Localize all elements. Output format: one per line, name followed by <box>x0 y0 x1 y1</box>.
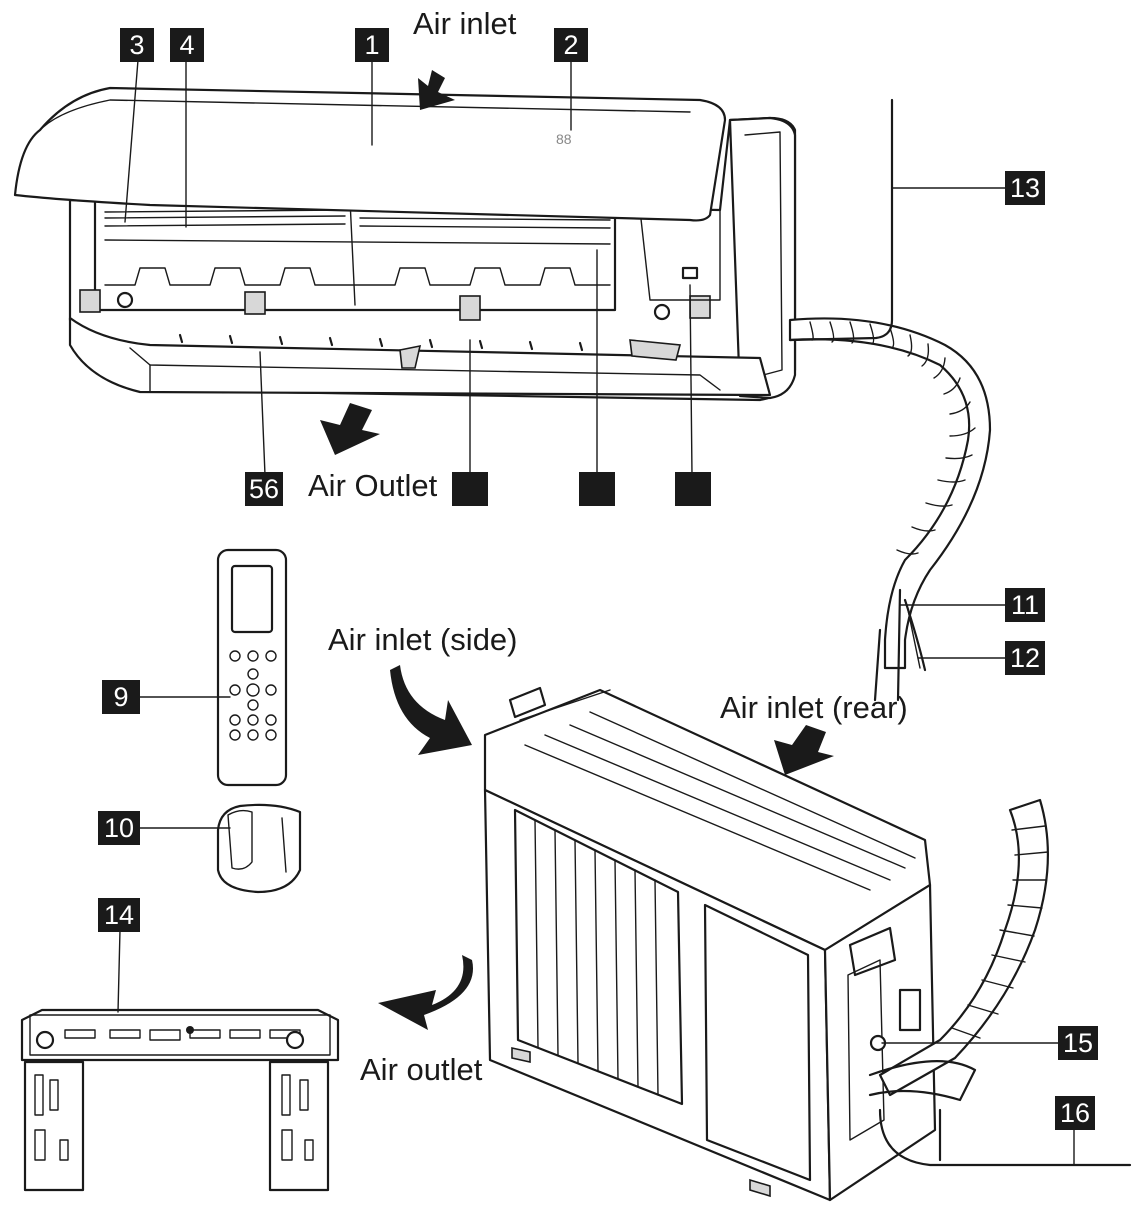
badge-15: 15 <box>1058 1026 1098 1060</box>
outdoor-unit <box>483 686 937 1202</box>
pipe-bundle-outdoor <box>868 798 1132 1167</box>
badge-8b <box>675 472 711 506</box>
badge-16: 16 <box>1055 1096 1095 1130</box>
arrow-air-inlet-side <box>390 665 472 755</box>
display-glyph: 88 <box>556 131 572 147</box>
badge-13: 13 <box>1005 171 1045 205</box>
badge-10: 10 <box>98 811 140 845</box>
badge-56: 56 <box>245 472 283 506</box>
badge-9: 9 <box>102 680 140 714</box>
badge-11: 11 <box>1005 588 1045 622</box>
badge-4: 4 <box>170 28 204 62</box>
louver-ticks <box>178 333 584 352</box>
pipe-bundle-indoor <box>788 98 992 702</box>
mounting-plate <box>20 1008 340 1192</box>
arrow-air-inlet-top <box>418 70 455 110</box>
arrow-air-outlet-indoor <box>320 403 380 455</box>
label-air-inlet-top: Air inlet <box>413 6 517 41</box>
label-air-inlet-side: Air inlet (side) <box>328 622 518 657</box>
remote-control <box>216 548 288 787</box>
arrow-air-inlet-rear <box>774 725 834 775</box>
badge-14: 14 <box>98 898 140 932</box>
badge-8 <box>579 472 615 506</box>
leader-lines <box>117 59 1075 1166</box>
arrow-air-outlet-outdoor <box>378 955 473 1030</box>
badge-3: 3 <box>120 28 154 62</box>
label-air-inlet-rear: Air inlet (rear) <box>720 690 908 725</box>
badge-1: 1 <box>355 28 389 62</box>
label-air-outlet-indoor: Air Outlet <box>308 468 438 503</box>
badge-12: 12 <box>1005 641 1045 675</box>
badge-2: 2 <box>554 28 588 62</box>
badge-7 <box>452 472 488 506</box>
indoor-unit <box>13 86 797 402</box>
front-panel <box>13 86 727 222</box>
label-air-outlet-outdoor: Air outlet <box>360 1052 483 1087</box>
remote-holder <box>216 803 302 894</box>
